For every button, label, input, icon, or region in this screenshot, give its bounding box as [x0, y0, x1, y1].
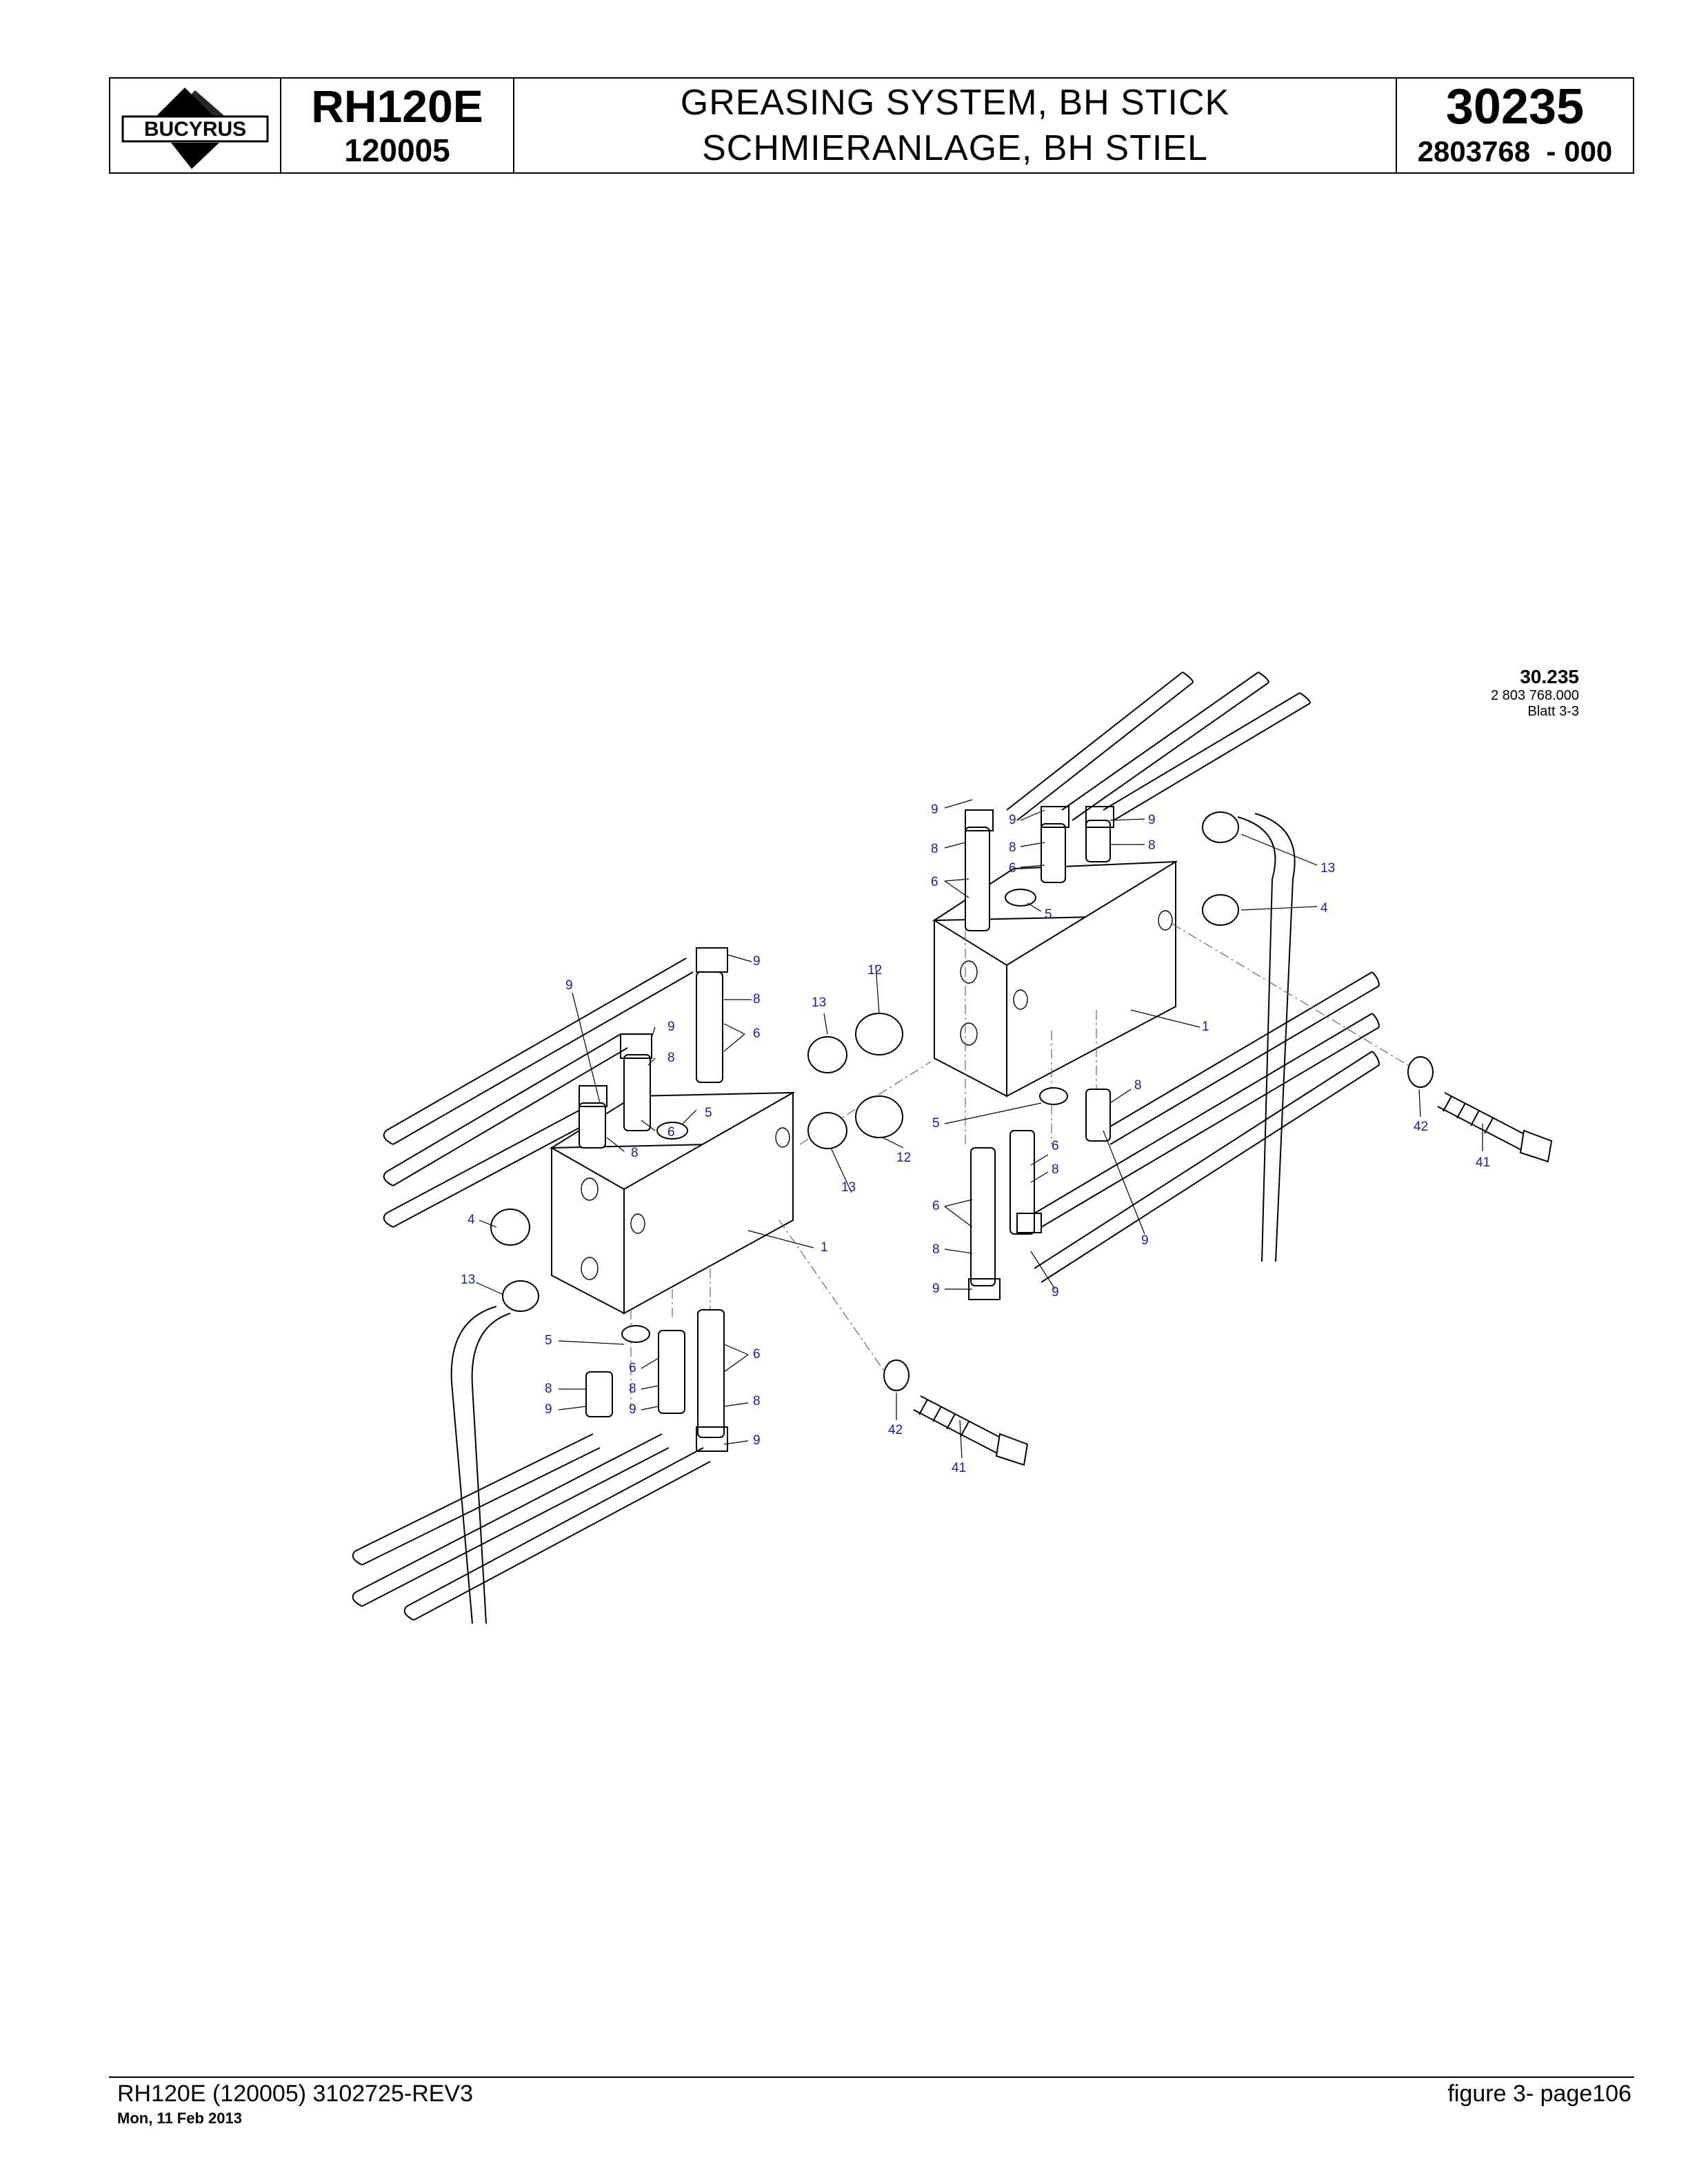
callout-5: 5: [705, 1106, 712, 1120]
model-name: RH120E: [311, 81, 483, 132]
fittings-right-bottom: [968, 1087, 1111, 1300]
callout-5: 5: [932, 1116, 940, 1131]
part-number: 2803768 - 000: [1417, 135, 1613, 168]
bucyrus-logo: BUCYRUS: [121, 88, 269, 169]
grease-lines-left-bottom: [352, 1306, 711, 1624]
distributor-block-left: [549, 1091, 796, 1315]
callout-5: 5: [545, 1333, 552, 1348]
callout-9: 9: [667, 1020, 675, 1034]
figure-identifier: 30.235 2 803 768.000 Blatt 3-3: [1491, 666, 1579, 720]
model-cell: RH120E 120005: [281, 79, 514, 172]
callout-8: 8: [1148, 838, 1156, 853]
callout-6: 6: [1052, 1139, 1059, 1153]
callout-9: 9: [1009, 813, 1016, 827]
callout-8: 8: [753, 1394, 761, 1408]
title-english: GREASING SYSTEM, BH STICK: [680, 83, 1230, 123]
callout-6: 6: [753, 1027, 761, 1041]
callout-6: 6: [753, 1347, 761, 1362]
callout-13: 13: [841, 1180, 856, 1195]
title-block: BUCYRUS RH120E 120005 GREASING SYSTEM, B…: [109, 77, 1634, 174]
callout-42: 42: [1414, 1120, 1428, 1134]
footer-date: Mon, 11 Feb 2013: [117, 2110, 242, 2127]
sheet-number: Blatt 3-3: [1527, 704, 1579, 719]
distributor-block-right: [932, 860, 1178, 1098]
callout-9: 9: [753, 954, 761, 969]
callout-8: 8: [753, 992, 761, 1007]
fittings-right-top: [965, 806, 1239, 931]
title-cell: GREASING SYSTEM, BH STICK SCHMIERANLAGE,…: [514, 79, 1397, 172]
callout-8: 8: [932, 1242, 940, 1257]
callout-8: 8: [931, 842, 938, 856]
callout-4: 4: [468, 1213, 475, 1227]
callout-13: 13: [812, 995, 826, 1010]
callout-9: 9: [629, 1402, 636, 1417]
grease-lines-right-bottom: [1034, 971, 1380, 1283]
callout-8: 8: [1009, 840, 1016, 855]
footer-rule: [109, 2076, 1634, 2078]
callout-13: 13: [461, 1273, 475, 1287]
leader-lines: [475, 799, 1483, 1459]
adapters-center: [807, 1013, 903, 1149]
group-number: 30235: [1445, 79, 1585, 134]
callout-8: 8: [545, 1382, 552, 1396]
callout-9: 9: [932, 1282, 940, 1296]
callout-9: 9: [753, 1433, 761, 1448]
callout-9: 9: [1141, 1233, 1149, 1248]
callout-9: 9: [1148, 813, 1156, 827]
callout-6: 6: [629, 1361, 636, 1375]
callout-9: 9: [565, 978, 573, 993]
number-cell: 30235 2803768 - 000: [1397, 79, 1633, 172]
callout-9: 9: [1052, 1285, 1059, 1300]
callout-1: 1: [821, 1240, 828, 1255]
bolt-washer-left: [883, 1359, 1029, 1466]
fittings-left: [490, 947, 728, 1312]
callout-6: 6: [932, 1199, 940, 1213]
logo-cell: BUCYRUS: [110, 79, 281, 172]
callout-8: 8: [631, 1146, 639, 1160]
callout-42: 42: [888, 1423, 903, 1437]
callout-8: 8: [667, 1051, 675, 1065]
callout-8: 8: [1052, 1162, 1059, 1177]
callout-12: 12: [896, 1151, 911, 1165]
callout-1: 1: [1202, 1020, 1209, 1034]
footer-page-ref: figure 3- page106: [1447, 2081, 1631, 2107]
callout-labels: 9 8 6 9 8 6 9 8 5 13 4 1 12 13 12 13 5 8…: [461, 802, 1490, 1475]
grease-lines-right-top: [1006, 671, 1311, 1262]
callout-12: 12: [867, 963, 882, 978]
callout-4: 4: [1320, 901, 1328, 916]
callout-9: 9: [545, 1402, 552, 1417]
grease-lines-left-top: [383, 958, 694, 1228]
callout-8: 8: [1134, 1078, 1142, 1093]
callout-41: 41: [952, 1461, 966, 1475]
callout-6: 6: [1009, 861, 1016, 876]
serial-number: 120005: [344, 132, 450, 168]
callout-9: 9: [931, 802, 938, 817]
callout-41: 41: [1476, 1155, 1490, 1170]
logo-text: BUCYRUS: [144, 118, 246, 141]
footer-document-ref: RH120E (120005) 3102725-REV3: [117, 2081, 474, 2107]
callout-5: 5: [1045, 907, 1052, 922]
callout-6: 6: [931, 875, 938, 889]
callout-6: 6: [667, 1125, 675, 1140]
callout-8: 8: [629, 1382, 636, 1396]
bolt-washer-right: [1407, 1056, 1553, 1163]
fittings-left-bottom: [585, 1309, 728, 1452]
title-german: SCHMIERANLAGE, BH STIEL: [702, 128, 1208, 168]
callout-13: 13: [1320, 861, 1335, 876]
figure-id: 30.235: [1520, 666, 1579, 687]
drawing-number: 2 803 768.000: [1491, 688, 1579, 703]
